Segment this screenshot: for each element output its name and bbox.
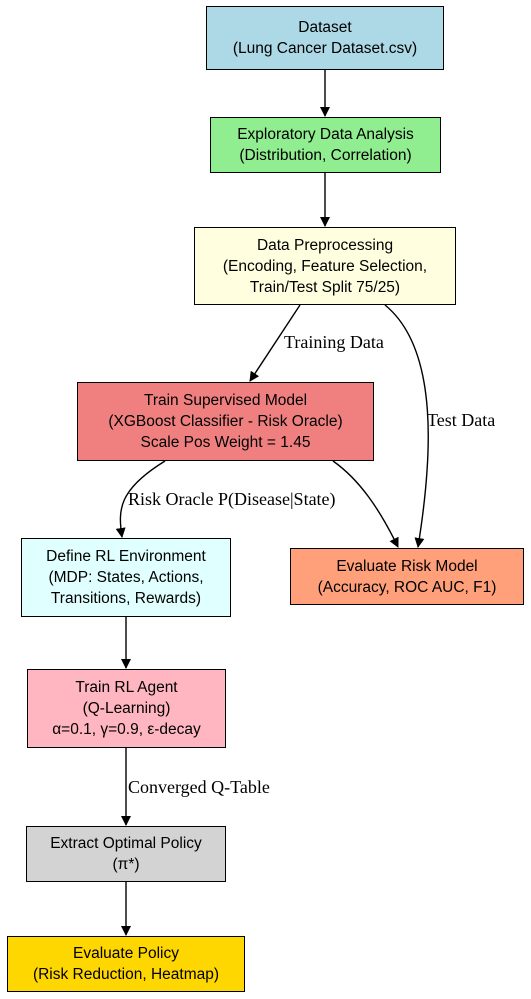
node-evaluate-policy: Evaluate Policy (Risk Reduction, Heatmap) xyxy=(7,936,245,992)
edge-supervised-rl-env xyxy=(115,460,166,538)
node-text-line: Train Supervised Model xyxy=(143,392,308,409)
node-text-line: Dataset xyxy=(298,19,352,36)
node-text-line: Extract Optimal Policy xyxy=(50,835,202,852)
node-supervised: Train Supervised Model (XGBoost Classifie… xyxy=(77,382,374,461)
node-text-line: Scale Pos Weight = 1.45 xyxy=(140,434,311,451)
node-dataset: Dataset (Lung Cancer Dataset.csv) xyxy=(206,6,444,70)
node-text-line: (π*) xyxy=(112,856,140,873)
node-text-line: Train/Test Split 75/25) xyxy=(249,278,401,296)
edge-label-test-data: Test Data xyxy=(427,410,496,430)
node-text-line: Define RL Environment xyxy=(46,548,206,565)
node-policy: Extract Optimal Policy (π*) xyxy=(26,826,226,882)
node-text-line: Train RL Agent xyxy=(75,679,178,696)
node-text-line: α=0.1, γ=0.9, ε-decay xyxy=(52,721,201,738)
node-text-line: (Encoding, Feature Selection, xyxy=(222,257,428,275)
edge-preprocessing-supervised xyxy=(249,304,301,382)
node-text-line: Exploratory Data Analysis xyxy=(237,126,414,143)
node-rl-env: Define RL Environment (MDP: States, Actio… xyxy=(21,538,231,617)
node-text-line: Data Preprocessing xyxy=(256,236,394,254)
node-text-line: Evaluate Risk Model xyxy=(336,557,478,575)
node-text-line: Transitions, Rewards) xyxy=(50,590,202,607)
node-text-line: (XGBoost Classifier - Risk Oracle) xyxy=(108,413,343,430)
edge-label-converged: Converged Q-Table xyxy=(128,777,270,797)
edge-preprocessing-evaluate-risk xyxy=(384,304,429,548)
node-text-line: (Accuracy, ROC AUC, F1) xyxy=(317,578,497,596)
node-text-line: (Distribution, Correlation) xyxy=(239,147,412,164)
node-preprocessing: Data Preprocessing (Encoding, Feature Sel… xyxy=(194,227,456,305)
edge-label-training-data: Training Data xyxy=(284,332,384,352)
edge-label-risk-oracle: Risk Oracle P(Disease|State) xyxy=(128,489,336,509)
node-text-line: (Q-Learning) xyxy=(82,700,171,717)
node-evaluate-risk: Evaluate Risk Model (Accuracy, ROC AUC, F… xyxy=(290,548,524,605)
node-text-line: (Risk Reduction, Heatmap) xyxy=(32,966,220,983)
node-text-line: (MDP: States, Actions, xyxy=(48,569,204,586)
edge-supervised-evaluate-risk xyxy=(332,460,399,548)
node-text-line: Evaluate Policy xyxy=(73,945,179,962)
node-eda: Exploratory Data Analysis (Distribution, … xyxy=(210,117,441,173)
node-text-line: (Lung Cancer Dataset.csv) xyxy=(232,40,418,57)
node-rl-agent: Train RL Agent (Q-Learning) α=0.1, γ=0.9, … xyxy=(27,669,226,748)
